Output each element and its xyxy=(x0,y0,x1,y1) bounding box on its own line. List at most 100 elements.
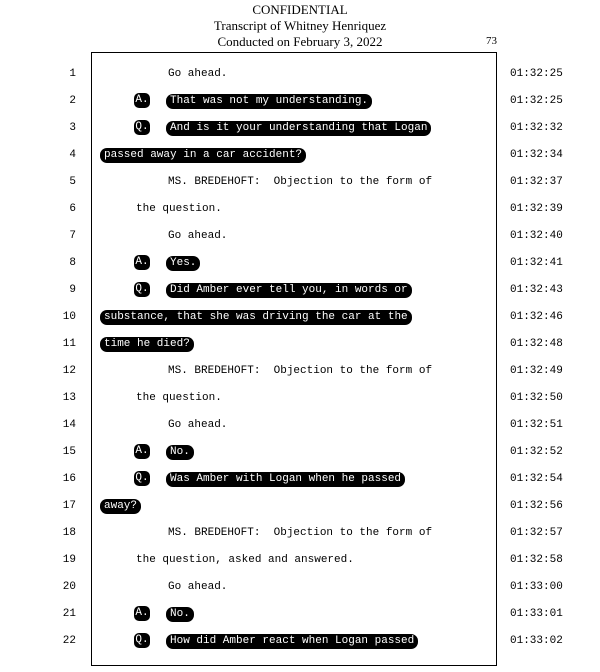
timestamp: 01:33:00 xyxy=(510,581,563,593)
line-number: 7 xyxy=(69,230,76,242)
transcript-line: 15 A. No. 01:32:52 xyxy=(0,444,600,473)
timestamp: 01:33:02 xyxy=(510,635,563,647)
highlighted-text: substance, that she was driving the car … xyxy=(100,310,412,325)
timestamp: 01:32:40 xyxy=(510,230,563,242)
question-marker: Q. xyxy=(134,633,150,648)
highlighted-text: Did Amber ever tell you, in words or xyxy=(166,283,412,298)
transcript-line: 8 A. Yes. 01:32:41 xyxy=(0,255,600,284)
transcript-line: 17 away? 01:32:56 xyxy=(0,499,600,527)
timestamp: 01:32:46 xyxy=(510,311,563,323)
line-number: 10 xyxy=(62,311,76,323)
timestamp: 01:32:54 xyxy=(510,473,563,485)
highlighted-text: away? xyxy=(100,499,142,514)
transcript-line: 14 Go ahead. 01:32:51 xyxy=(0,419,600,446)
transcript-line: 1 Go ahead. 01:32:25 xyxy=(0,68,600,95)
line-text: the question. xyxy=(136,203,222,215)
line-number: 16 xyxy=(62,473,76,485)
line-number: 18 xyxy=(62,527,76,539)
line-text: Did Amber ever tell you, in words or xyxy=(166,283,412,298)
line-text: How did Amber react when Logan passed xyxy=(166,634,419,649)
transcript-title: Transcript of Whitney Henriquez xyxy=(213,18,387,33)
question-marker: Q. xyxy=(134,282,150,297)
highlighted-text: passed away in a car accident? xyxy=(100,148,307,163)
line-number: 20 xyxy=(62,581,76,593)
line-number: 12 xyxy=(62,365,76,377)
line-number: 6 xyxy=(69,203,76,215)
line-text: Yes. xyxy=(166,256,201,271)
transcript-line: 21 A. No. 01:33:01 xyxy=(0,606,600,635)
line-number: 22 xyxy=(62,635,76,647)
transcript-line: 13 the question. 01:32:50 xyxy=(0,392,600,419)
line-text: MS. BREDEHOFT: Objection to the form of xyxy=(168,527,433,539)
highlighted-text: No. xyxy=(166,445,194,460)
timestamp: 01:32:56 xyxy=(510,500,563,512)
line-number: 11 xyxy=(62,338,76,350)
answer-marker: A. xyxy=(134,93,150,108)
line-text: Was Amber with Logan when he passed xyxy=(166,472,406,487)
transcript-line: 11 time he died? 01:32:48 xyxy=(0,337,600,365)
conducted-date: Conducted on February 3, 2022 xyxy=(217,34,383,49)
line-number: 3 xyxy=(69,122,76,134)
timestamp: 01:32:32 xyxy=(510,122,563,134)
highlighted-text: Was Amber with Logan when he passed xyxy=(166,472,406,487)
answer-marker: A. xyxy=(134,606,150,621)
line-text: No. xyxy=(166,607,194,622)
highlighted-text: time he died? xyxy=(100,337,194,352)
timestamp: 01:33:01 xyxy=(510,608,563,620)
highlighted-text: How did Amber react when Logan passed xyxy=(166,634,419,649)
transcript-line: 18 MS. BREDEHOFT: Objection to the form o… xyxy=(0,527,600,554)
highlighted-text: Yes. xyxy=(166,256,201,271)
line-text: Go ahead. xyxy=(168,581,228,593)
timestamp: 01:32:52 xyxy=(510,446,563,458)
timestamp: 01:32:34 xyxy=(510,149,563,161)
question-marker: Q. xyxy=(134,471,150,486)
line-text: time he died? xyxy=(100,337,194,352)
transcript-frame xyxy=(91,52,497,666)
transcript-line: 10 substance, that she was driving the ca… xyxy=(0,310,600,338)
line-text: substance, that she was driving the car … xyxy=(100,310,412,325)
line-text: the question. xyxy=(136,392,222,404)
line-text: MS. BREDEHOFT: Objection to the form of xyxy=(168,365,433,377)
timestamp: 01:32:50 xyxy=(510,392,563,404)
answer-marker: A. xyxy=(134,255,150,270)
line-number: 14 xyxy=(62,419,76,431)
transcript-line: 20 Go ahead. 01:33:00 xyxy=(0,581,600,608)
line-text: Go ahead. xyxy=(168,230,228,242)
timestamp: 01:32:41 xyxy=(510,257,563,269)
line-number: 9 xyxy=(69,284,76,296)
line-text: away? xyxy=(100,499,142,514)
line-text: Go ahead. xyxy=(168,419,228,431)
line-number: 2 xyxy=(69,95,76,107)
answer-marker: A. xyxy=(134,444,150,459)
line-number: 13 xyxy=(62,392,76,404)
timestamp: 01:32:25 xyxy=(510,68,563,80)
confidential-label: CONFIDENTIAL xyxy=(252,2,348,17)
highlighted-text: And is it your understanding that Logan xyxy=(166,121,432,136)
transcript-line: 22 Q. How did Amber react when Logan passe… xyxy=(0,633,600,662)
line-number: 15 xyxy=(62,446,76,458)
highlighted-text: No. xyxy=(166,607,194,622)
line-number: 5 xyxy=(69,176,76,188)
line-text: That was not my understanding. xyxy=(166,94,373,109)
line-number: 21 xyxy=(62,608,76,620)
timestamp: 01:32:48 xyxy=(510,338,563,350)
timestamp: 01:32:49 xyxy=(510,365,563,377)
line-number: 8 xyxy=(69,257,76,269)
timestamp: 01:32:58 xyxy=(510,554,563,566)
timestamp: 01:32:57 xyxy=(510,527,563,539)
line-text: the question, asked and answered. xyxy=(136,554,354,566)
line-number: 17 xyxy=(62,500,76,512)
timestamp: 01:32:25 xyxy=(510,95,563,107)
timestamp: 01:32:51 xyxy=(510,419,563,431)
line-text: Go ahead. xyxy=(168,68,228,80)
transcript-line: 16 Q. Was Amber with Logan when he passed 0… xyxy=(0,471,600,500)
line-number: 1 xyxy=(69,68,76,80)
line-text: passed away in a car accident? xyxy=(100,148,307,163)
transcript-line: 2 A. That was not my understanding. 01:32:2… xyxy=(0,93,600,122)
